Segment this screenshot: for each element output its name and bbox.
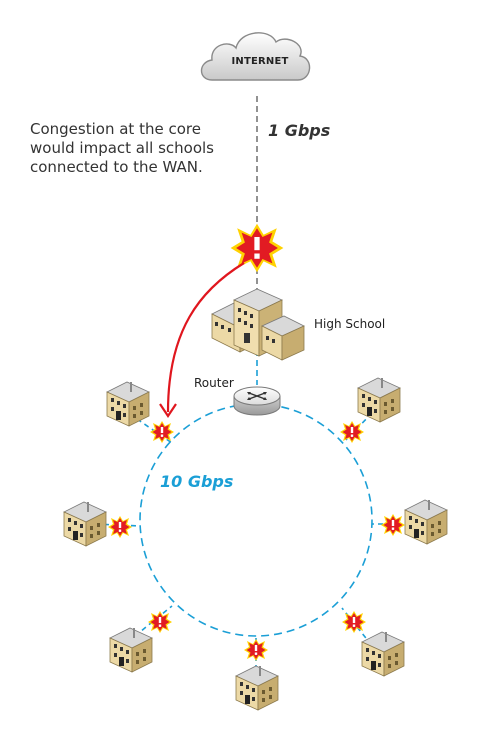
router-label: Router bbox=[194, 376, 234, 390]
router-icon bbox=[233, 386, 281, 416]
core-link-speed: 1 Gbps bbox=[268, 121, 331, 140]
core-alert-icon bbox=[230, 223, 284, 273]
internet-label: INTERNET bbox=[231, 56, 289, 67]
internet-cloud-icon bbox=[200, 32, 311, 81]
congestion-caption: Congestion at the core would impact all … bbox=[30, 120, 214, 176]
school-building-icon bbox=[361, 631, 405, 677]
school-building-icon bbox=[235, 665, 279, 711]
ring-speed-label: 10 Gbps bbox=[160, 472, 234, 491]
alert-icon bbox=[381, 514, 405, 536]
high-school-label: High School bbox=[314, 317, 386, 331]
alert-icon bbox=[148, 611, 172, 633]
alert-icon bbox=[244, 639, 268, 661]
school-building-icon bbox=[109, 627, 153, 673]
school-building-icon bbox=[106, 381, 150, 427]
school-building-icon bbox=[63, 501, 107, 547]
congestion-arrow bbox=[159, 262, 245, 418]
alert-icon bbox=[108, 516, 132, 538]
alert-icon bbox=[342, 611, 366, 633]
school-building-icon bbox=[404, 499, 448, 545]
school-building-icon bbox=[357, 377, 401, 423]
alert-icon bbox=[340, 421, 364, 443]
high-school-building-icon bbox=[211, 288, 305, 361]
wan-ring bbox=[139, 403, 373, 637]
alert-icon bbox=[150, 421, 174, 443]
